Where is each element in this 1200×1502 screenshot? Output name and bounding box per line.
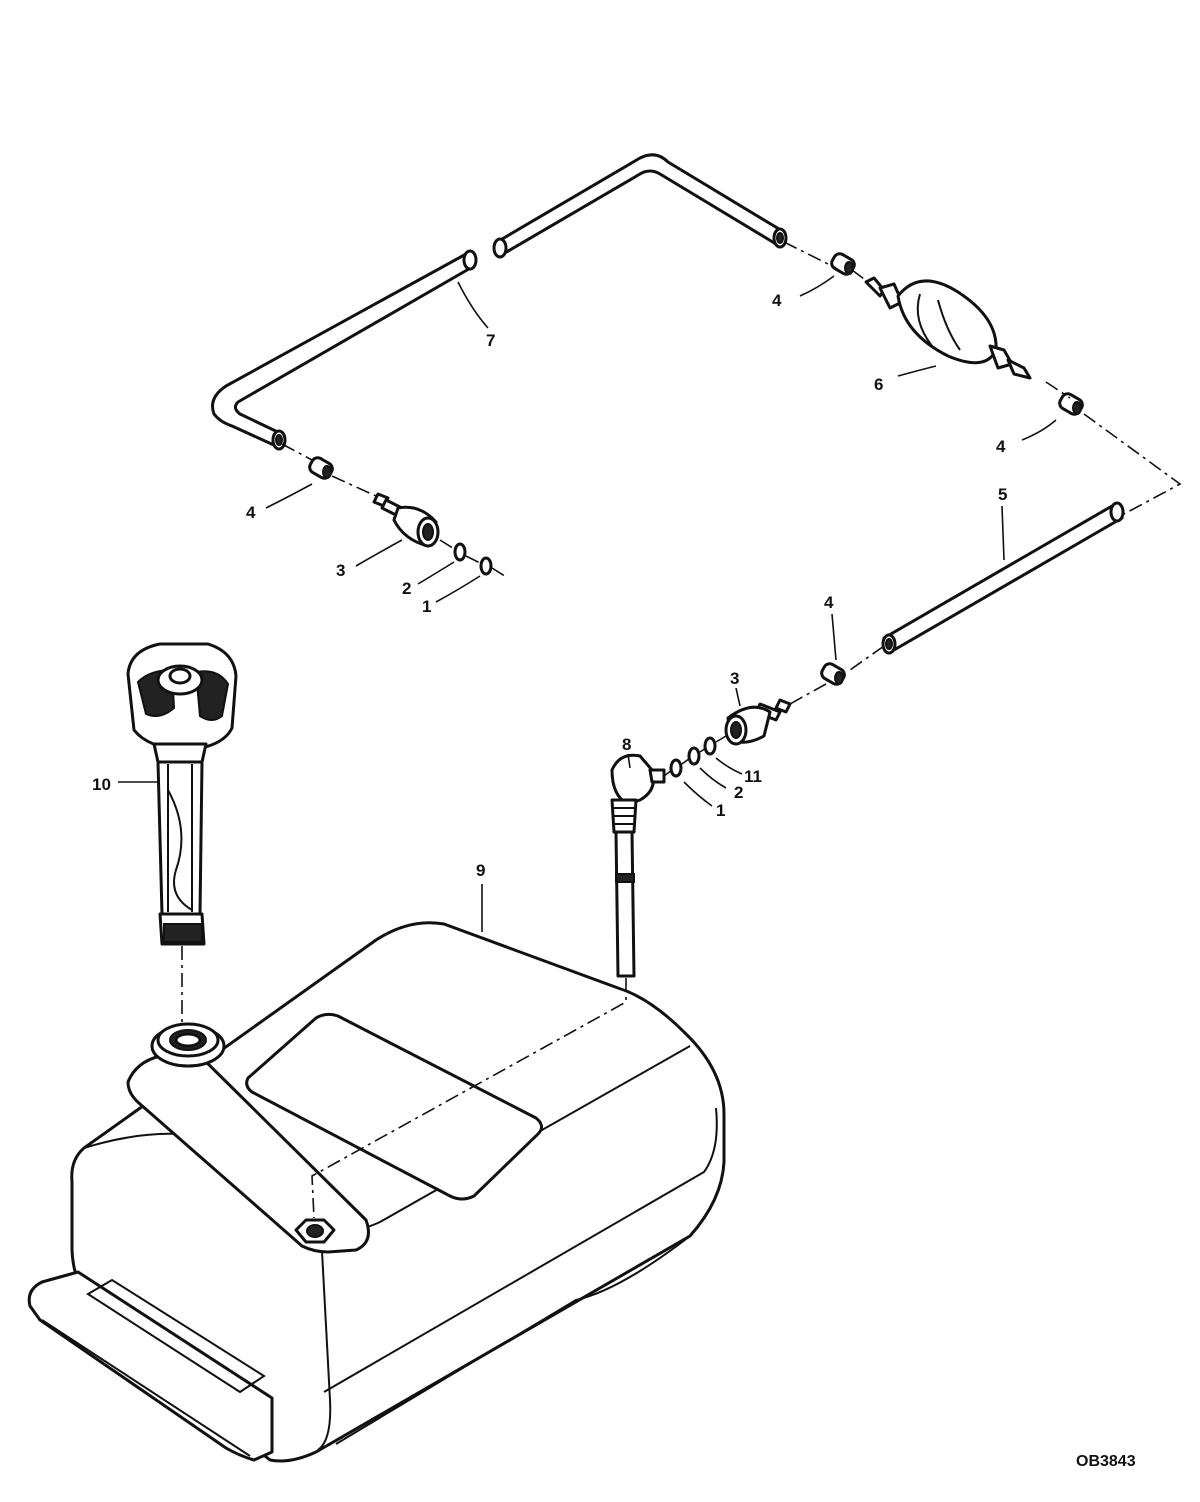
centerline-clamp-to-bulb xyxy=(851,269,869,283)
callout-11: 11 xyxy=(744,767,762,786)
fuel-hose-short xyxy=(881,501,1125,655)
hose-connector-right xyxy=(724,698,792,746)
centerline-hose-to-clamp-top xyxy=(783,241,837,269)
callout-5: 5 xyxy=(998,485,1007,504)
hose-clamp-left xyxy=(308,456,334,480)
fuel-tank xyxy=(27,921,726,1463)
o-ring-right-1 xyxy=(669,758,683,778)
o-ring-left-1 xyxy=(479,556,493,576)
callout-1-right: 1 xyxy=(716,801,725,820)
centerline-right-hose-to-connector xyxy=(789,645,885,705)
centerline-pump-to-clamp xyxy=(1045,381,1071,399)
o-ring-left-2 xyxy=(453,542,467,562)
callout-4-top: 4 xyxy=(772,291,782,310)
callout-6: 6 xyxy=(874,375,883,394)
callout-2-left: 2 xyxy=(402,579,411,598)
primer-bulb xyxy=(864,276,1032,380)
callout-7: 7 xyxy=(486,331,495,350)
centerline-clamp-to-short-hose xyxy=(1083,413,1182,515)
o-ring-right-11 xyxy=(703,736,717,756)
centerline-left-hose-to-connector xyxy=(281,443,509,579)
callout-1-left: 1 xyxy=(422,597,431,616)
callout-8: 8 xyxy=(622,735,631,754)
callout-4-middle: 4 xyxy=(824,593,834,612)
callout-10: 10 xyxy=(92,775,111,794)
callout-4-right: 4 xyxy=(996,437,1006,456)
centerline-pickup-to-tank xyxy=(311,978,627,1219)
drawing-code: OB3843 xyxy=(1076,1453,1136,1470)
hose-clamp-right xyxy=(1058,392,1084,416)
fuel-pickup-elbow xyxy=(610,753,666,978)
callout-4-left: 4 xyxy=(246,503,256,522)
hose-connector-left xyxy=(372,492,440,548)
callout-3-left: 3 xyxy=(336,561,345,580)
o-ring-right-2 xyxy=(687,746,701,766)
fuel-hose-upper xyxy=(492,153,788,259)
centerline-elbow-to-o-rings xyxy=(663,735,727,777)
callout-9: 9 xyxy=(476,861,485,880)
fuel-gauge xyxy=(126,642,238,946)
hose-clamp-middle xyxy=(820,662,846,686)
callout-3-right: 3 xyxy=(730,669,739,688)
callout-2-right: 2 xyxy=(734,783,743,802)
fuel-hose-lower xyxy=(211,249,478,451)
hose-clamp-top xyxy=(830,252,856,276)
